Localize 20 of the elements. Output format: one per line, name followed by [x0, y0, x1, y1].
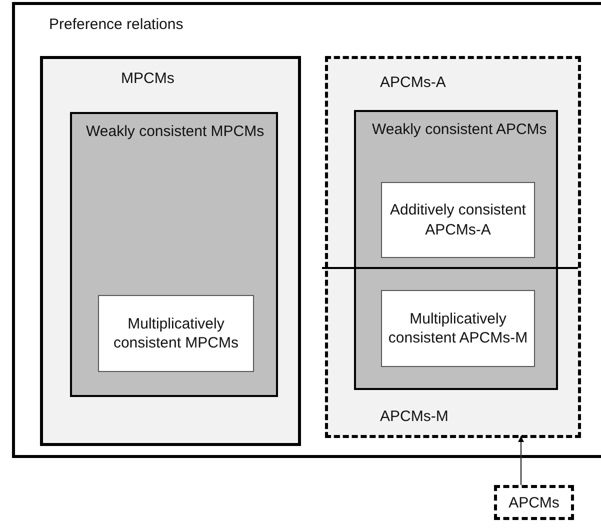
set-label: Multiplicatively consistent APCMs-M — [387, 309, 529, 348]
set-label: MPCMs — [121, 69, 176, 88]
set-label: APCMs-M — [380, 407, 450, 426]
set-label: Weakly consistent APCMs — [372, 120, 548, 140]
set-region — [70, 112, 278, 397]
set-region — [40, 56, 301, 446]
arrow — [518, 436, 524, 485]
set-label: Multiplicatively consistent MPCMs — [112, 314, 240, 353]
set-label: Preference relations — [49, 15, 184, 34]
set-region — [354, 110, 558, 390]
set-label: Additively consistent APCMs-A — [389, 200, 527, 240]
set-box — [381, 290, 535, 367]
set-label: Weakly consistent MPCMs — [86, 122, 266, 142]
set-region — [12, 2, 601, 458]
set-label: APCMs-A — [380, 73, 447, 92]
set-box — [98, 295, 254, 372]
set-label: APCMs — [508, 492, 560, 512]
set-region — [325, 56, 581, 438]
set-box — [381, 182, 535, 258]
set-box — [494, 485, 574, 520]
